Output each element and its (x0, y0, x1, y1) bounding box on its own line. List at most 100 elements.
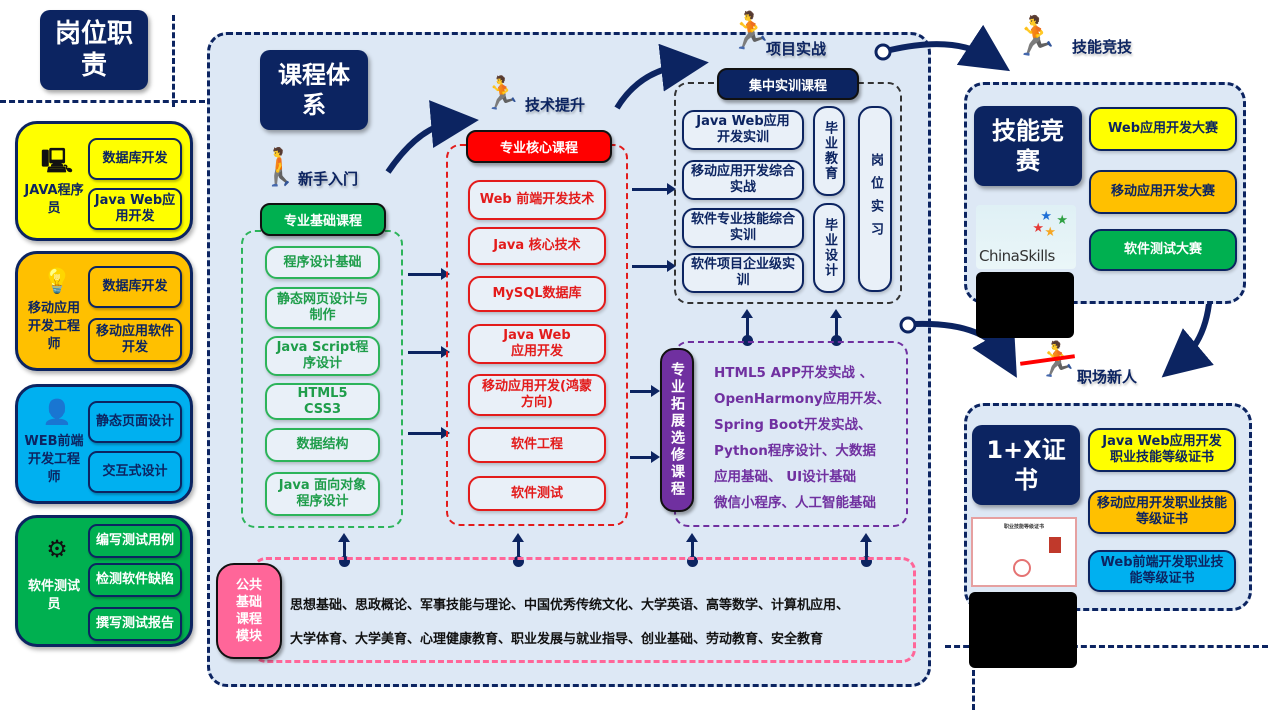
redacted-region (976, 272, 1074, 338)
graduation-design: 毕业设计 (813, 203, 845, 293)
role-name: 移动应用开发工程师 (27, 301, 80, 352)
role-name: JAVA程序员 (24, 183, 84, 216)
advance-icon: 🏃 (482, 74, 522, 112)
core-course: 软件工程 (468, 427, 606, 463)
training-header: 集中实训课程 (717, 68, 859, 100)
arrow-project-to-competition (889, 24, 1011, 72)
duty-item: 数据库开发 (88, 266, 182, 308)
desk-worker-icon: 🖳 (40, 147, 74, 175)
star-icon: ★ (1056, 213, 1068, 228)
beginner-icon: 🚶 (258, 147, 303, 188)
stage-beginner: 新手入门 (298, 170, 359, 188)
arrow-beginner-to-core (385, 100, 479, 174)
core-course: Java 核心技术 (468, 227, 606, 265)
lightbulb-icon: 💡 (42, 267, 72, 295)
star-icon: ★ (1032, 221, 1044, 236)
role-card-web: 👤 WEB前端开发工程师 静态页面设计 交互式设计 (15, 384, 193, 504)
training-course: 软件专业技能综合实训 (682, 208, 804, 248)
star-icon: ★ (1044, 225, 1056, 240)
public-line: 思想基础、思政概论、军事技能与理论、中国优秀传统文化、大学英语、高等数学、计算机… (290, 598, 850, 613)
competition-title: 技能竞赛 (974, 106, 1082, 186)
arrow-core-to-project (614, 43, 709, 110)
arrow-public-up (860, 533, 872, 567)
runner-gears-icon: ⚙ (46, 535, 68, 563)
divider-vertical-left (172, 15, 175, 107)
internship: 岗位实习 (858, 106, 892, 292)
arrow-foundation-to-core (408, 427, 450, 439)
role-name: WEB前端开发工程师 (24, 434, 84, 485)
divider-top-left (0, 100, 205, 103)
elective-line: 应用基础、 UI设计基础 (714, 469, 857, 485)
core-course: Web 前端开发技术 (468, 180, 606, 220)
foundation-course: Java 面向对象程序设计 (265, 472, 380, 516)
core-course: MySQL数据库 (468, 276, 606, 312)
project-icon: 🏃 (728, 11, 773, 52)
star-icon: ★ (1040, 209, 1052, 224)
foundation-course: Java Script程序设计 (265, 336, 380, 376)
graduation-education: 毕业教育 (813, 106, 845, 196)
training-course: Java Web应用开发实训 (682, 110, 804, 150)
role-name: 软件测试员 (27, 579, 80, 612)
certificate-image: 职业技能等级证书 (971, 517, 1077, 587)
core-header: 专业核心课程 (466, 130, 612, 163)
stage-career: 职场新人 (1077, 368, 1138, 386)
arrow-core-to-elective (630, 385, 660, 397)
elective-line: Spring Boot开发实战、 (714, 417, 872, 433)
duty-item: 撰写测试报告 (88, 607, 182, 641)
competition-item: 移动应用开发大赛 (1089, 170, 1237, 214)
divider-bottom-right (945, 645, 1268, 648)
role-card-java: 🖳 JAVA程序员 数据库开发 Java Web应用开发 (15, 121, 193, 241)
duty-item: 交互式设计 (88, 451, 182, 493)
duty-item: 移动应用软件开发 (88, 318, 182, 362)
stage-advance: 技术提升 (525, 96, 586, 114)
role-card-mobile: 💡 移动应用开发工程师 数据库开发 移动应用软件开发 (15, 251, 193, 371)
arrow-elective-to-training (830, 309, 842, 346)
certificate-title: 1+X证书 (972, 425, 1080, 505)
curriculum-title: 课程体系 (260, 50, 368, 130)
role-card-tester: ⚙ 软件测试员 编写测试用例 检测软件缺陷 撰写测试报告 (15, 515, 193, 647)
arrow-core-to-elective (630, 451, 660, 463)
elective-list: HTML5 APP开发实战 、 OpenHarmony应用开发、 Spring … (714, 360, 908, 516)
duty-item: 数据库开发 (88, 138, 182, 180)
foundation-header: 专业基础课程 (260, 203, 386, 236)
duty-item: 静态页面设计 (88, 401, 182, 443)
core-course: 软件测试 (468, 476, 606, 511)
redacted-region (969, 592, 1077, 668)
roles-title: 岗位职责 (40, 10, 148, 90)
arrow-core-to-training (632, 183, 676, 195)
chinaskills-logo: ★ ★ ★ ★ ChinaSkills (976, 205, 1076, 269)
elective-header: 专业拓展选修课程 (660, 348, 694, 512)
duty-item: 编写测试用例 (88, 524, 182, 558)
competition-item: Web应用开发大赛 (1089, 107, 1237, 151)
public-header: 公共基础课程模块 (216, 563, 282, 659)
connector-dot (874, 43, 892, 61)
training-course: 软件项目企业级实训 (682, 253, 804, 293)
cert-image-title: 职业技能等级证书 (1003, 524, 1044, 530)
arrow-public-up (338, 533, 350, 567)
arrow-core-to-training (632, 260, 676, 272)
foundation-course: HTML5 CSS3 (265, 383, 380, 420)
arrow-to-career (914, 320, 1017, 378)
elective-line: OpenHarmony应用开发、 (714, 391, 891, 407)
arrow-public-up (512, 533, 524, 567)
foundation-course: 数据结构 (265, 428, 380, 462)
duty-item: 检测软件缺陷 (88, 563, 182, 597)
stage-project: 项目实战 (766, 40, 827, 58)
arrow-foundation-to-core (408, 346, 450, 358)
competition-item: 软件测试大赛 (1089, 229, 1237, 271)
certificate-item: Java Web应用开发职业技能等级证书 (1088, 428, 1236, 472)
public-list: 思想基础、思政概论、军事技能与理论、中国优秀传统文化、大学英语、高等数学、计算机… (290, 589, 849, 657)
elective-line: HTML5 APP开发实战 、 (714, 365, 874, 381)
duty-item: Java Web应用开发 (88, 188, 182, 230)
elective-line: 微信小程序、人工智能基础 (714, 495, 876, 511)
divider-vertical-right (972, 670, 975, 710)
laptop-user-icon: 👤 (42, 398, 72, 426)
elective-line: Python程序设计、大数据 (714, 443, 876, 459)
certificate-item: 移动应用开发职业技能等级证书 (1088, 490, 1236, 534)
stage-competition: 技能竞技 (1072, 38, 1133, 56)
foundation-course: 程序设计基础 (265, 246, 380, 279)
arrow-public-up (686, 533, 698, 567)
connector-dot (899, 316, 917, 334)
arrow-elective-to-training (741, 309, 753, 346)
